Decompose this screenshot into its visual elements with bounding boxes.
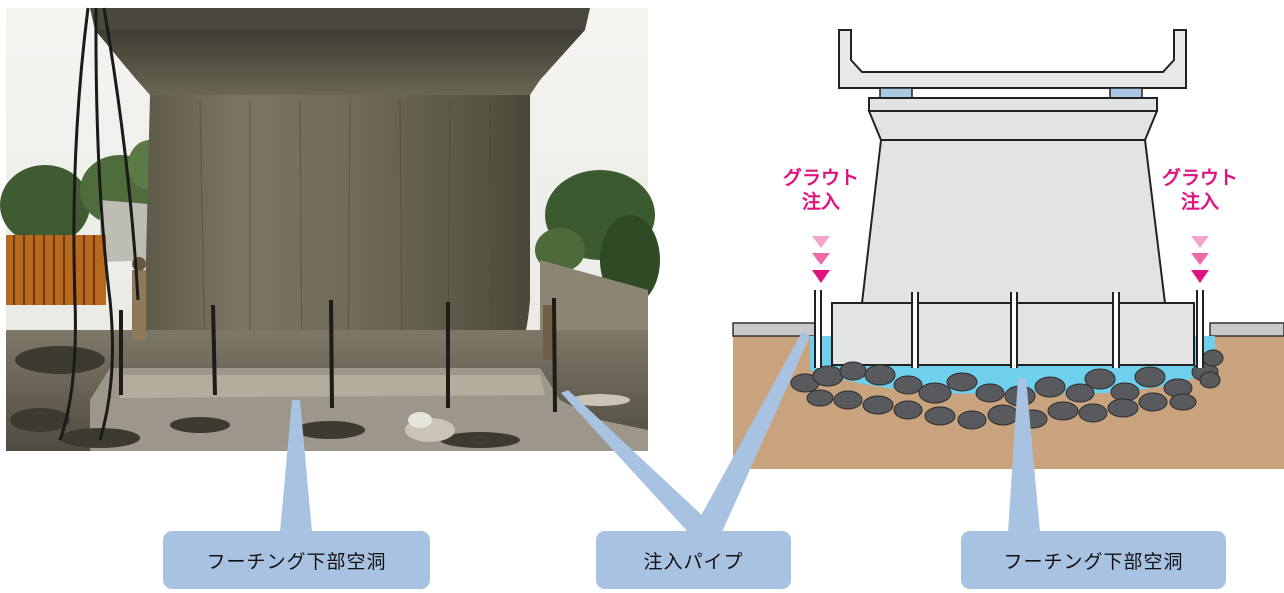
- callout-pointers: [280, 332, 1040, 532]
- site-photo: [0, 7, 660, 451]
- bridge-deck: [90, 8, 590, 30]
- bearing-pad-left: [879, 87, 913, 99]
- arrow-right-1: [1191, 236, 1209, 248]
- callout-photo-void: フーチング下部空洞: [163, 531, 430, 589]
- arrow-left-1: [812, 236, 830, 248]
- sheet-piles: [6, 235, 106, 305]
- pointer-diagram-void: [1008, 378, 1040, 532]
- arrow-right-2: [1191, 253, 1209, 265]
- grout-label-left: グラウト 注入: [775, 166, 867, 214]
- grout-label-left-line1: グラウト: [782, 167, 859, 189]
- grout-arrows-right: [1191, 236, 1209, 283]
- pointer-photo-void: [280, 400, 312, 532]
- pointer-pipe-photo: [561, 390, 720, 532]
- ground-surface-right: [1209, 322, 1284, 337]
- hoses: [58, 7, 140, 441]
- pier-texture: [199, 99, 493, 373]
- pier-column: [144, 95, 530, 378]
- arrow-right-3: [1191, 270, 1209, 283]
- arrow-left-2: [812, 253, 830, 265]
- photo-light-rubble: [405, 394, 630, 442]
- grout-label-right-line2: 注入: [1180, 191, 1219, 213]
- pier-head: [867, 110, 1159, 141]
- grout-label-left-line2: 注入: [801, 191, 840, 213]
- photo-wall: [100, 200, 160, 262]
- bearing-pad-right: [1109, 87, 1143, 99]
- callout-diagram-void: フーチング下部空洞: [961, 531, 1226, 589]
- bridge-girder: [838, 29, 1187, 89]
- grout-label-right-line1: グラウト: [1161, 167, 1238, 189]
- callout-injection-pipe: 注入パイプ: [596, 531, 791, 589]
- pier-cap-diagram: [868, 97, 1158, 112]
- grout-arrows-left: [812, 236, 830, 283]
- injection-pipes-diagram: [814, 290, 1204, 368]
- cross-section-diagram: [732, 29, 1284, 469]
- pier-cap: [95, 30, 585, 95]
- pipe-interiors: [816, 291, 1202, 368]
- injection-pipes-photo: [119, 297, 557, 413]
- pier-body: [860, 139, 1167, 304]
- grout-label-right: グラウト 注入: [1154, 166, 1246, 214]
- pointer-pipe-diagram: [692, 332, 810, 532]
- arrow-left-3: [812, 270, 830, 283]
